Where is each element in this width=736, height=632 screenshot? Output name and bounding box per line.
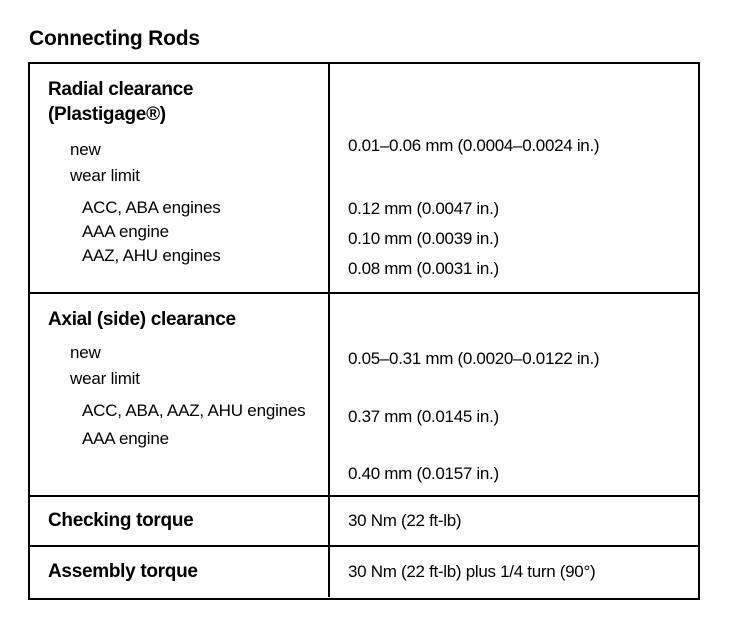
section-heading-line1: Axial (side) clearance — [48, 309, 236, 330]
specification-table: Radial clearance (Plastigage®) new wear … — [28, 62, 700, 600]
section-value-column: 30 Nm (22 ft-lb) plus 1/4 turn (90°) — [330, 547, 698, 597]
table-section-radial-clearance: Radial clearance (Plastigage®) new wear … — [30, 64, 698, 294]
section-label-column: Radial clearance (Plastigage®) new wear … — [30, 64, 330, 292]
section-value-column: 0.05–0.31 mm (0.0020–0.0122 in.) 0.37 mm… — [330, 294, 698, 495]
row-label-aaa-engine: AAA engine — [82, 222, 169, 241]
row-value-aaa-engine: 0.10 mm (0.0039 in.) — [348, 229, 499, 248]
section-heading-checking-torque: Checking torque — [48, 510, 194, 531]
row-label-acc-aba-engines: ACC, ABA engines — [82, 198, 221, 217]
row-value-aaz-ahu-engines: 0.08 mm (0.0031 in.) — [348, 259, 499, 278]
table-section-axial-clearance: Axial (side) clearance new wear limit AC… — [30, 294, 698, 497]
row-value-acc-aba-aaz-ahu-engines: 0.37 mm (0.0145 in.) — [348, 407, 499, 426]
row-label-new: new — [70, 140, 101, 159]
section-heading-line1: Radial clearance — [48, 79, 194, 100]
row-value-checking-torque: 30 Nm (22 ft-lb) — [348, 511, 462, 530]
section-heading-assembly-torque: Assembly torque — [48, 561, 198, 582]
section-value-column: 30 Nm (22 ft-lb) — [330, 497, 698, 545]
section-label-column: Assembly torque — [30, 547, 330, 597]
row-value-new: 0.05–0.31 mm (0.0020–0.0122 in.) — [348, 349, 600, 368]
row-label-wear-limit: wear limit — [70, 166, 140, 185]
table-section-assembly-torque: Assembly torque 30 Nm (22 ft-lb) plus 1/… — [30, 547, 698, 597]
row-label-new: new — [70, 343, 101, 362]
row-label-aaz-ahu-engines: AAZ, AHU engines — [82, 246, 221, 265]
row-label-acc-aba-aaz-ahu-engines: ACC, ABA, AAZ, AHU engines — [82, 401, 306, 420]
row-value-aaa-engine: 0.40 mm (0.0157 in.) — [348, 464, 499, 483]
section-label-column: Axial (side) clearance new wear limit AC… — [30, 294, 330, 495]
row-value-assembly-torque: 30 Nm (22 ft-lb) plus 1/4 turn (90°) — [348, 562, 596, 581]
page-title: Connecting Rods — [29, 27, 200, 50]
section-label-column: Checking torque — [30, 497, 330, 545]
row-label-wear-limit: wear limit — [70, 369, 140, 388]
row-label-aaa-engine: AAA engine — [82, 429, 169, 448]
section-heading-line2: (Plastigage®) — [48, 104, 166, 125]
section-value-column: 0.01–0.06 mm (0.0004–0.0024 in.) 0.12 mm… — [330, 64, 698, 292]
row-value-new: 0.01–0.06 mm (0.0004–0.0024 in.) — [348, 136, 600, 155]
table-section-checking-torque: Checking torque 30 Nm (22 ft-lb) — [30, 497, 698, 547]
row-value-acc-aba-engines: 0.12 mm (0.0047 in.) — [348, 199, 499, 218]
